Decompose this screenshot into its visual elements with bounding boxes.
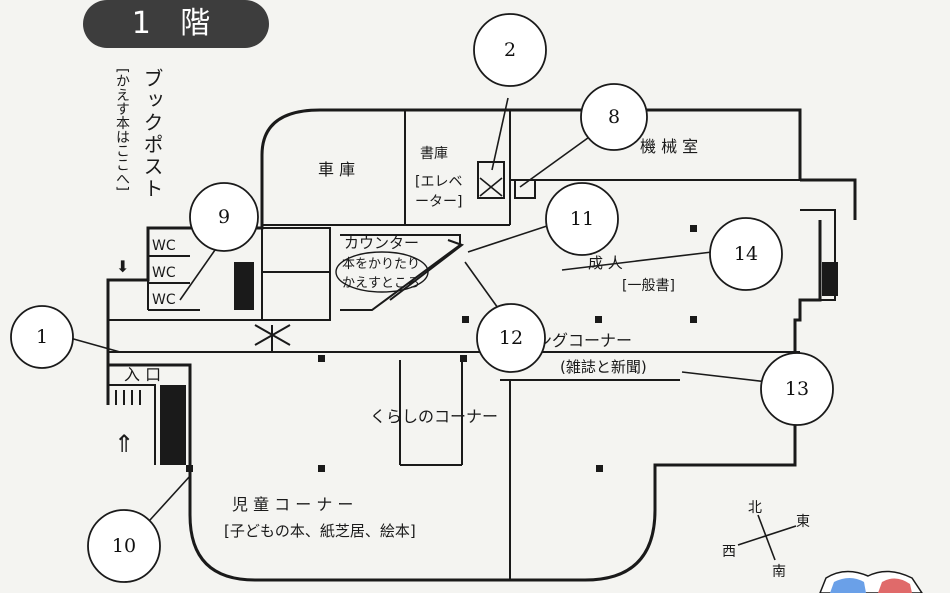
- entrance-ramp-block: [160, 385, 186, 465]
- lobby-partition: [108, 319, 800, 353]
- callout-8: 8: [608, 106, 620, 128]
- compass-north: 北: [748, 500, 762, 516]
- entrance-door: [254, 324, 291, 352]
- counter-note-2: かえすところ: [342, 276, 420, 291]
- west-stair-block: [234, 262, 254, 310]
- callout-14: 14: [734, 243, 758, 265]
- mascot-icon: [819, 570, 923, 593]
- leader-14: [561, 251, 713, 271]
- east-annex-wall: [800, 209, 836, 301]
- mascot-blue: [830, 578, 866, 593]
- callout-11-circle: [545, 182, 619, 256]
- reading-corner-label: ングコーナー: [536, 331, 632, 350]
- compass-east: 東: [796, 514, 810, 530]
- west-inner-rooms: [261, 227, 331, 321]
- counter-note-outline: [335, 251, 429, 293]
- children-note-label: [子どもの本、紙芝居、絵本]: [224, 522, 416, 540]
- garage-label: 車 庫: [318, 160, 355, 179]
- outer-wall-north: [260, 108, 802, 200]
- entrance-label: 入 口: [124, 365, 161, 384]
- callout-12-circle: [476, 303, 546, 373]
- leader-11: [467, 224, 551, 253]
- book-post-arrow: ⬇: [116, 257, 129, 276]
- leader-2: [491, 97, 509, 171]
- callout-10: 10: [112, 535, 136, 557]
- entrance-stairs: [108, 384, 156, 465]
- callout-13-circle: [760, 352, 834, 426]
- wc-label-3: WC: [152, 292, 176, 308]
- pillar: [462, 316, 469, 323]
- book-post-note: [かえす本はここへ]: [114, 68, 130, 191]
- pillar: [186, 465, 193, 472]
- compass-south: 南: [772, 564, 786, 580]
- compass-line-ew: [737, 525, 797, 546]
- callout-14-circle: [709, 217, 783, 291]
- leader-10: [149, 475, 191, 521]
- callout-leaders: [69, 97, 769, 521]
- counter-label: カウンター: [344, 234, 419, 252]
- leader-1: [69, 337, 121, 353]
- callout-11: 11: [570, 208, 594, 230]
- compass-west: 西: [722, 544, 736, 560]
- callout-13: 13: [785, 378, 809, 400]
- book-post-label: ブックポスト: [140, 68, 164, 200]
- callout-9: 9: [218, 206, 230, 228]
- compass-line-ns: [757, 514, 776, 561]
- wc-label-1: WC: [152, 238, 176, 254]
- storage-note-2: ーター]: [415, 194, 462, 210]
- callout-1: 1: [36, 326, 48, 348]
- pillar: [460, 355, 467, 362]
- storage-note-1: [エレベ: [415, 174, 462, 190]
- callout-2: 2: [504, 39, 516, 61]
- floor-title: 1 階: [132, 6, 221, 41]
- pillar: [596, 465, 603, 472]
- pillar: [690, 225, 697, 232]
- mascot-red: [878, 578, 912, 593]
- pillar: [595, 316, 602, 323]
- living-corner-label: くらしのコーナー: [370, 407, 498, 426]
- storage-label: 書庫: [420, 145, 448, 162]
- callout-9-circle: [189, 182, 259, 252]
- compass: 北 東 南 西: [722, 500, 810, 580]
- leader-13: [681, 371, 769, 383]
- machine-room-label: 機 械 室: [640, 137, 698, 156]
- floor-title-badge: [83, 0, 269, 48]
- elevator-box: [477, 161, 505, 199]
- callouts: 1 2 8 9 10 11 12 13 14: [10, 13, 834, 583]
- callout-10-circle: [87, 509, 161, 583]
- callout-2-circle: [473, 13, 547, 87]
- callout-1-circle: [10, 305, 74, 369]
- entrance-arrow: ⇑: [114, 430, 134, 458]
- pillar: [318, 355, 325, 362]
- general-books-label: [一般書]: [622, 278, 675, 294]
- adult-corner-label: 成 人: [588, 254, 623, 272]
- pillar: [690, 316, 697, 323]
- magazines-label: (雑誌と新聞): [560, 358, 647, 376]
- pillar: [318, 465, 325, 472]
- elevator-x2: [479, 177, 503, 197]
- callout-8-circle: [580, 83, 648, 151]
- counter-desk: [389, 239, 465, 301]
- east-stair-block: [822, 262, 838, 296]
- leader-8: [519, 134, 593, 188]
- children-corner-label: 児 童 コ ー ナ ー: [232, 495, 353, 514]
- callout-12: 12: [499, 327, 523, 349]
- storage-shelf: [514, 179, 536, 199]
- counter-note-1: 本をかりたり: [342, 257, 420, 272]
- outer-wall-south: [188, 440, 657, 582]
- wc-label-2: WC: [152, 265, 176, 281]
